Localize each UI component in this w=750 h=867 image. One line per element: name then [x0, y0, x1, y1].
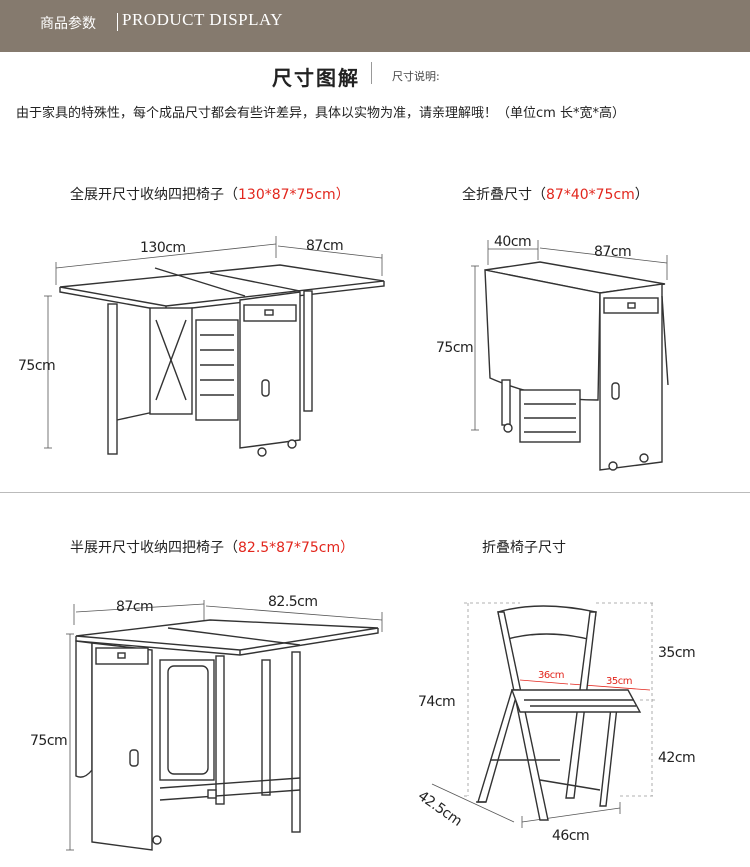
header-label-en: PRODUCT DISPLAY: [122, 10, 284, 29]
section-half-dims: 82.5*87*75cm: [238, 540, 341, 556]
section-full-label: 全展开尺寸收纳四把椅子（: [70, 187, 238, 203]
chair-back-label: 35cm: [658, 645, 696, 661]
size-note: 由于家具的特殊性，每个成品尺寸都会有些许差异，具体以实物为准，请亲理解哦！（单位…: [16, 106, 625, 121]
header-separator: [117, 13, 118, 31]
section-divider: [0, 492, 750, 493]
folded-height-label: 75cm: [436, 340, 474, 356]
section-full-close: ）: [335, 187, 350, 203]
section-chair-title: 折叠椅子尺寸: [482, 540, 566, 556]
section-full-dims: 130*87*75cm: [238, 187, 336, 203]
chair-height-label: 74cm: [418, 694, 456, 710]
section-folded-dims: 87*40*75cm: [546, 187, 635, 203]
section-half-title: 半展开尺寸收纳四把椅子（82.5*87*75cm）: [70, 537, 354, 557]
section-half-label: 半展开尺寸收纳四把椅子（: [70, 540, 238, 556]
section-folded-label: 全折叠尺寸（: [462, 187, 546, 203]
chair-seat-depth-label: 35cm: [606, 676, 632, 687]
chair-seat-width-label: 36cm: [538, 670, 564, 681]
section-folded-close: ）: [634, 187, 649, 203]
folded-depth-label: 87cm: [594, 244, 632, 260]
full-width-label: 130cm: [140, 240, 186, 256]
header-label-cn: 商品参数: [40, 16, 96, 32]
section-full-title: 全展开尺寸收纳四把椅子（130*87*75cm）: [70, 184, 350, 204]
section-half-close: ）: [340, 540, 355, 556]
full-height-label: 75cm: [18, 358, 56, 374]
page-subtitle: 尺寸说明:: [392, 70, 440, 83]
folded-table-drawing: [471, 240, 669, 471]
chair-base-width-label: 46cm: [552, 828, 590, 844]
folded-width-label: 40cm: [494, 234, 532, 250]
section-folded-title: 全折叠尺寸（87*40*75cm）: [462, 184, 649, 204]
title-separator: [371, 62, 372, 84]
half-width-label: 82.5cm: [268, 594, 318, 610]
half-height-label: 75cm: [30, 733, 68, 749]
page-title: 尺寸图解: [272, 66, 360, 90]
half-depth-label: 87cm: [116, 599, 154, 615]
chair-drawing: [431, 602, 656, 828]
page-header: 商品参数 PRODUCT DISPLAY: [0, 0, 750, 52]
half-table-drawing: [66, 600, 383, 851]
chair-seat-height-label: 42cm: [658, 750, 696, 766]
full-table-drawing: [44, 236, 385, 457]
full-depth-label: 87cm: [306, 238, 344, 254]
